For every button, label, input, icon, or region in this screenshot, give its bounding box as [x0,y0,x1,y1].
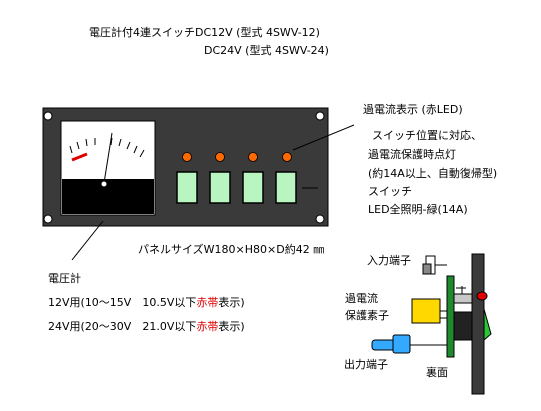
input-terminal-label: 入力端子 [367,254,411,267]
switch-4 [275,171,297,204]
voltmeter-24v-text: 24V用(20～30V 21.0V以下 [48,320,197,333]
voltmeter-lower-panel [62,179,154,214]
back-view [371,253,492,395]
back-panel-side [471,253,485,395]
switch-stem [453,293,473,304]
leader-voltmeter [71,220,104,261]
overcurrent-desc-1: スイッチ位置に対応、 [372,129,482,142]
panel-size: パネルサイズW180×H80×D約42 ㎜ [138,243,325,256]
protection-label-2: 保護素子 [345,309,389,322]
overcurrent-desc-2: 過電流保護時点灯 [368,148,456,161]
screw-bottom-right [315,214,325,224]
pcb-board [446,275,455,358]
overcurrent-led-title: 過電流表示 (赤LED) [363,103,463,116]
voltmeter-12v-text: 12V用(10～15V 10.5V以下 [48,296,197,309]
title-line-2: DC24V (型式 4SWV-24) [204,44,329,57]
switch-3 [242,171,264,204]
protection-label-1: 過電流 [345,292,378,305]
voltmeter-12v-row: 12V用(10～15V 10.5V以下赤帯表示) [48,296,245,310]
voltmeter-needle [103,132,113,184]
rear-label: 裏面 [426,366,448,379]
switch-2 [209,171,231,204]
voltmeter-24v-tail: 表示) [218,320,245,333]
voltmeter-label: 電圧計 [48,272,81,285]
led-2 [215,152,225,162]
switch-1 [176,171,198,204]
led-4 [282,152,292,162]
voltmeter-12v-red: 赤帯 [196,296,219,309]
output-terminal-label: 出力端子 [344,358,388,371]
voltmeter-24v-row: 24V用(20～30V 21.0V以下赤帯表示) [48,320,245,334]
title-line-1: 電圧計付4連スイッチDC12V (型式 4SWV-12) [89,26,320,39]
leader-led [292,124,355,151]
led-3 [248,152,258,162]
voltmeter [60,120,156,216]
input-terminal-base [422,263,432,275]
output-terminal-cap [392,334,411,354]
voltmeter-pivot [100,180,108,188]
switch-body [453,311,473,341]
voltmeter-12v-tail: 表示) [218,296,245,309]
protection-element [411,298,441,324]
voltmeter-red-band [71,152,88,162]
switch-desc: LED全照明-緑(14A) [368,203,468,216]
overcurrent-desc-3: (約14A以上、自動復帰型) [368,167,498,180]
voltmeter-24v-red: 赤帯 [196,320,219,333]
screw-bottom-left [43,214,53,224]
screw-top-right [315,111,325,121]
back-switch-rocker [483,308,492,342]
back-led [476,291,488,301]
led-1 [182,152,192,162]
switch-title: スイッチ [368,185,412,198]
screw-top-left [43,111,53,121]
